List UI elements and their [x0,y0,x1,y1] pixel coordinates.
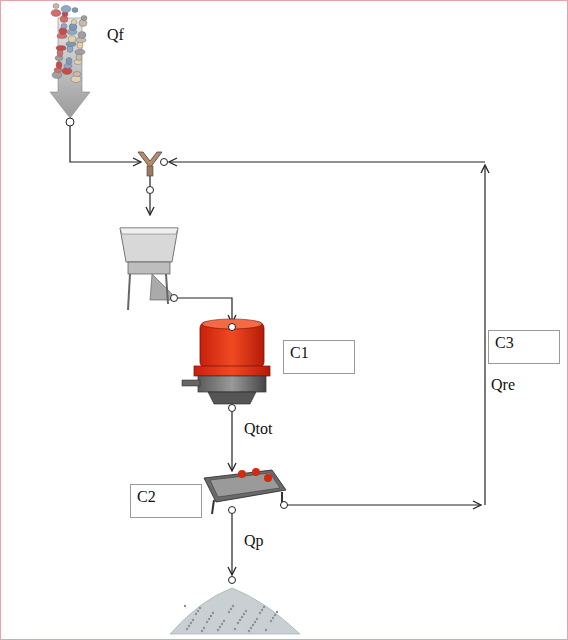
flow-label: Qp [243,532,265,550]
unit-box: C3 [488,330,560,364]
flow-label: Qtot [243,420,273,438]
unit-name: C1 [290,344,309,361]
unit-name: C3 [495,334,514,351]
flow-label: Qre [490,376,516,394]
unit-name: C2 [137,488,156,505]
unit-box: C2 [130,484,202,518]
flow-label: Qf [106,26,125,44]
unit-box: C1 [283,340,355,374]
